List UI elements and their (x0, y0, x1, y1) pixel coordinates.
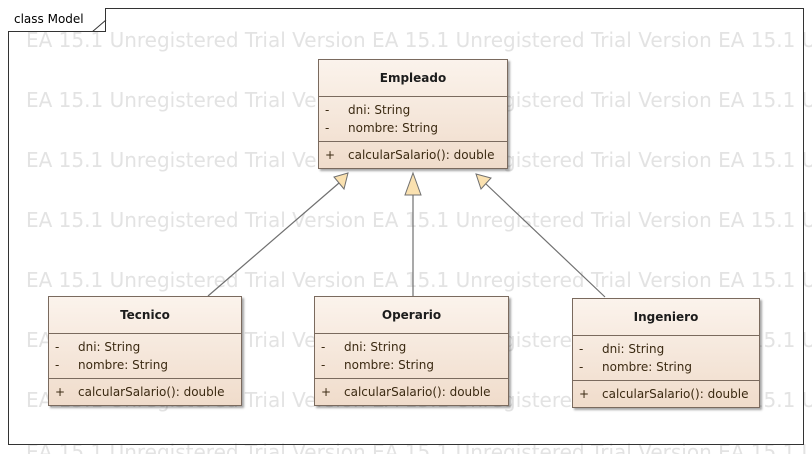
operations-compartment: + calcularSalario(): double (319, 142, 507, 168)
frame-label: class Model (8, 8, 106, 32)
visibility-marker: - (321, 340, 326, 354)
attribute-row[interactable]: - nombre: String (319, 119, 507, 137)
attribute-row[interactable]: - dni: String (573, 340, 759, 358)
operation-text: calcularSalario(): double (348, 148, 495, 162)
class-operario[interactable]: Operario - dni: String - nombre: String + c… (314, 296, 509, 406)
visibility-marker: + (579, 387, 590, 401)
visibility-marker: - (325, 103, 330, 117)
visibility-marker: - (55, 358, 60, 372)
operation-row[interactable]: + calcularSalario(): double (319, 146, 507, 164)
operation-text: calcularSalario(): double (344, 385, 491, 399)
class-tecnico[interactable]: Tecnico - dni: String - nombre: String + ca… (48, 296, 242, 406)
attribute-text: nombre: String (78, 358, 168, 372)
visibility-marker: - (321, 358, 326, 372)
attribute-row[interactable]: - nombre: String (315, 356, 508, 374)
attribute-row[interactable]: - dni: String (315, 338, 508, 356)
generalization-ingeniero-empleado[interactable] (475, 173, 606, 298)
operation-text: calcularSalario(): double (78, 385, 225, 399)
attribute-row[interactable]: - dni: String (49, 338, 241, 356)
attribute-text: nombre: String (348, 121, 438, 135)
attributes-compartment: - dni: String - nombre: String (319, 97, 507, 142)
visibility-marker: - (325, 121, 330, 135)
attribute-text: nombre: String (602, 360, 692, 374)
class-name: Operario (315, 297, 508, 334)
visibility-marker: + (325, 148, 336, 162)
operation-row[interactable]: + calcularSalario(): double (573, 385, 759, 403)
attribute-row[interactable]: - nombre: String (573, 358, 759, 376)
visibility-marker: - (579, 342, 584, 356)
attribute-row[interactable]: - nombre: String (49, 356, 241, 374)
attribute-text: dni: String (78, 340, 141, 354)
attribute-text: dni: String (344, 340, 407, 354)
operations-compartment: + calcularSalario(): double (315, 379, 508, 405)
class-name: Ingeniero (573, 299, 759, 336)
visibility-marker: + (321, 385, 332, 399)
attribute-row[interactable]: - dni: String (319, 101, 507, 119)
class-name: Tecnico (49, 297, 241, 334)
attribute-text: dni: String (602, 342, 665, 356)
class-ingeniero[interactable]: Ingeniero - dni: String - nombre: String +… (572, 298, 760, 408)
operations-compartment: + calcularSalario(): double (49, 379, 241, 405)
visibility-marker: + (55, 385, 66, 399)
frame-tab-corner (92, 20, 107, 32)
class-empleado[interactable]: Empleado - dni: String - nombre: String + c… (318, 59, 508, 169)
visibility-marker: - (579, 360, 584, 374)
attributes-compartment: - dni: String - nombre: String (315, 334, 508, 379)
diagram-frame (8, 8, 804, 445)
operation-text: calcularSalario(): double (602, 387, 749, 401)
attributes-compartment: - dni: String - nombre: String (573, 336, 759, 381)
class-name: Empleado (319, 60, 507, 97)
attributes-compartment: - dni: String - nombre: String (49, 334, 241, 379)
visibility-marker: - (55, 340, 60, 354)
operations-compartment: + calcularSalario(): double (573, 381, 759, 407)
operation-row[interactable]: + calcularSalario(): double (49, 383, 241, 401)
generalization-tecnico-empleado[interactable] (207, 172, 349, 297)
attribute-text: nombre: String (344, 358, 434, 372)
attribute-text: dni: String (348, 103, 411, 117)
generalization-operario-empleado[interactable] (404, 171, 422, 296)
operation-row[interactable]: + calcularSalario(): double (315, 383, 508, 401)
